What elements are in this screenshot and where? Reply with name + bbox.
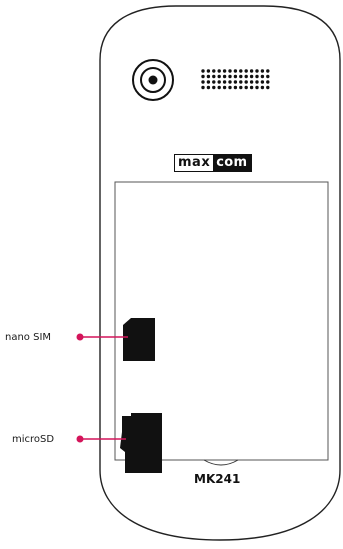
callout-nano-sim	[76, 333, 128, 341]
speaker-hole	[266, 85, 270, 90]
speaker-hole	[244, 85, 248, 90]
speaker-hole	[244, 69, 248, 73]
speaker-hole	[260, 85, 265, 90]
speaker-hole	[239, 74, 243, 79]
brand-logo-left: max	[175, 155, 214, 171]
speaker-hole	[260, 69, 265, 73]
speaker-hole	[255, 69, 259, 73]
speaker-hole	[212, 80, 216, 84]
speaker-hole	[222, 80, 227, 84]
speaker-hole	[255, 74, 259, 79]
microsd-label: microSD	[12, 434, 55, 445]
speaker-hole	[266, 80, 270, 84]
speaker-hole	[255, 80, 259, 84]
speaker-grille-icon	[201, 69, 270, 90]
speaker-hole	[249, 85, 254, 90]
brand-logo: max com	[174, 154, 253, 172]
speaker-hole	[260, 74, 265, 79]
speaker-hole	[260, 80, 265, 84]
speaker-hole	[212, 85, 216, 90]
speaker-hole	[233, 85, 238, 90]
speaker-hole	[212, 69, 216, 73]
speaker-hole	[212, 74, 216, 79]
speaker-hole	[217, 80, 221, 84]
speaker-hole	[201, 74, 205, 79]
speaker-hole	[222, 85, 227, 90]
speaker-hole	[239, 85, 243, 90]
cover-release-notch	[203, 459, 239, 466]
speaker-hole	[206, 85, 211, 90]
speaker-hole	[249, 80, 254, 84]
phone-body-outline	[99, 5, 341, 541]
speaker-hole	[239, 80, 243, 84]
speaker-hole	[217, 69, 221, 73]
callout-microsd	[76, 435, 126, 443]
speaker-hole	[228, 74, 232, 79]
nano-sim-label: nano SIM	[5, 332, 52, 343]
speaker-hole	[255, 85, 259, 90]
speaker-hole	[244, 74, 248, 79]
speaker-hole	[206, 74, 211, 79]
brand-logo-right: com	[213, 155, 252, 171]
speaker-hole	[217, 74, 221, 79]
speaker-hole	[222, 69, 227, 73]
speaker-hole	[228, 80, 232, 84]
speaker-hole	[233, 74, 238, 79]
speaker-hole	[239, 69, 243, 73]
camera-lens-icon	[132, 59, 174, 101]
speaker-hole	[244, 80, 248, 84]
model-label: MK241	[194, 472, 241, 486]
speaker-hole	[228, 85, 232, 90]
speaker-hole	[206, 80, 211, 84]
battery-compartment	[114, 181, 329, 461]
speaker-hole	[266, 74, 270, 79]
speaker-hole	[201, 69, 205, 73]
microsd-slot	[120, 413, 162, 473]
speaker-hole	[233, 80, 238, 84]
speaker-hole	[206, 69, 211, 73]
speaker-hole	[201, 85, 205, 90]
speaker-hole	[266, 69, 270, 73]
speaker-hole	[217, 85, 221, 90]
speaker-hole	[249, 74, 254, 79]
nano-sim-slot	[123, 318, 155, 361]
speaker-hole	[222, 74, 227, 79]
speaker-hole	[228, 69, 232, 73]
speaker-hole	[201, 80, 205, 84]
speaker-hole	[249, 69, 254, 73]
speaker-hole	[233, 69, 238, 73]
